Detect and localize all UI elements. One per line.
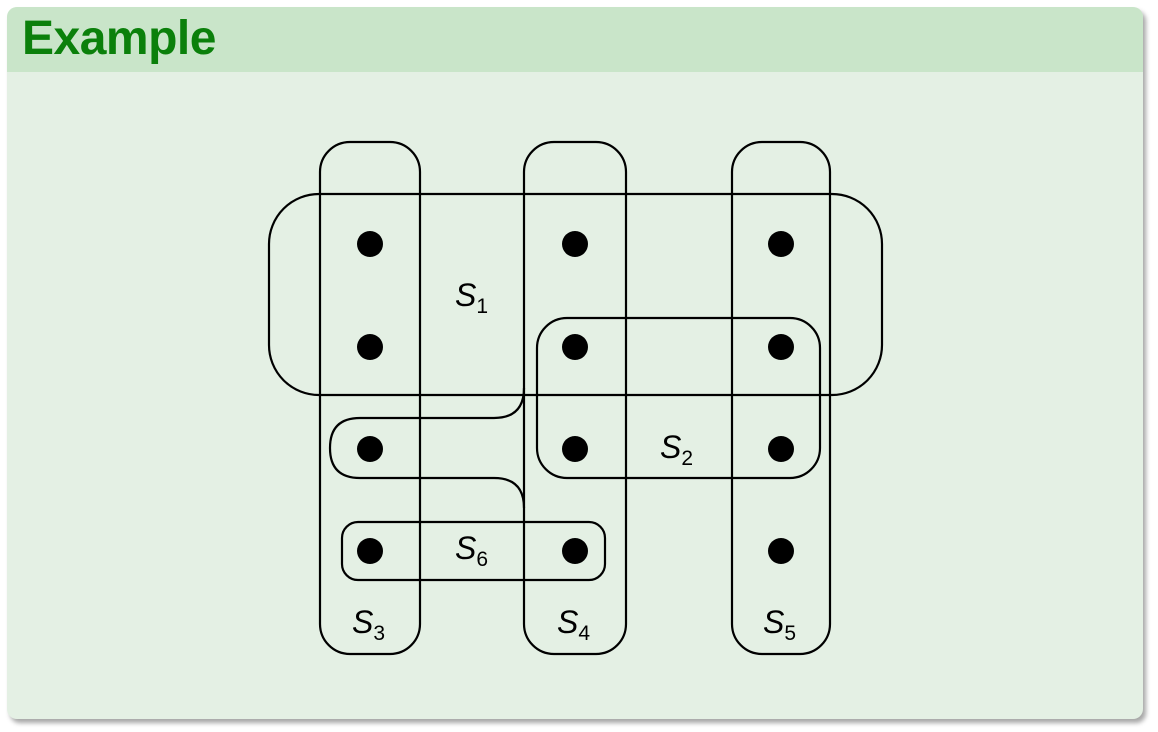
element-dot <box>357 538 383 564</box>
set-s2-outline <box>535 316 822 480</box>
element-dot <box>768 538 794 564</box>
element-dot <box>562 231 588 257</box>
element-dot <box>562 538 588 564</box>
example-block: Example <box>7 7 1143 719</box>
set-s1-outline <box>267 192 884 397</box>
block-title: Example <box>22 12 216 65</box>
set-s4-column-outline <box>522 140 628 656</box>
element-dot <box>357 231 383 257</box>
set-label-s6: S6 <box>455 530 488 571</box>
set-label-s3: S3 <box>352 604 385 645</box>
set-s6-outline <box>340 520 607 582</box>
block-header: Example <box>7 7 1143 72</box>
set-label-s4: S4 <box>557 604 590 645</box>
element-dot <box>562 436 588 462</box>
set-label-s1: S1 <box>455 277 488 318</box>
set-label-s2: S2 <box>660 429 693 470</box>
set-s5-outline <box>730 140 832 656</box>
set-s4-hook-outline <box>328 387 526 509</box>
set-s3-outline <box>318 140 422 656</box>
element-dot <box>768 231 794 257</box>
element-dot <box>768 334 794 360</box>
element-dot <box>357 334 383 360</box>
set-label-s5: S5 <box>763 604 796 645</box>
element-dot <box>768 436 794 462</box>
element-dot <box>357 436 383 462</box>
element-dot <box>562 334 588 360</box>
